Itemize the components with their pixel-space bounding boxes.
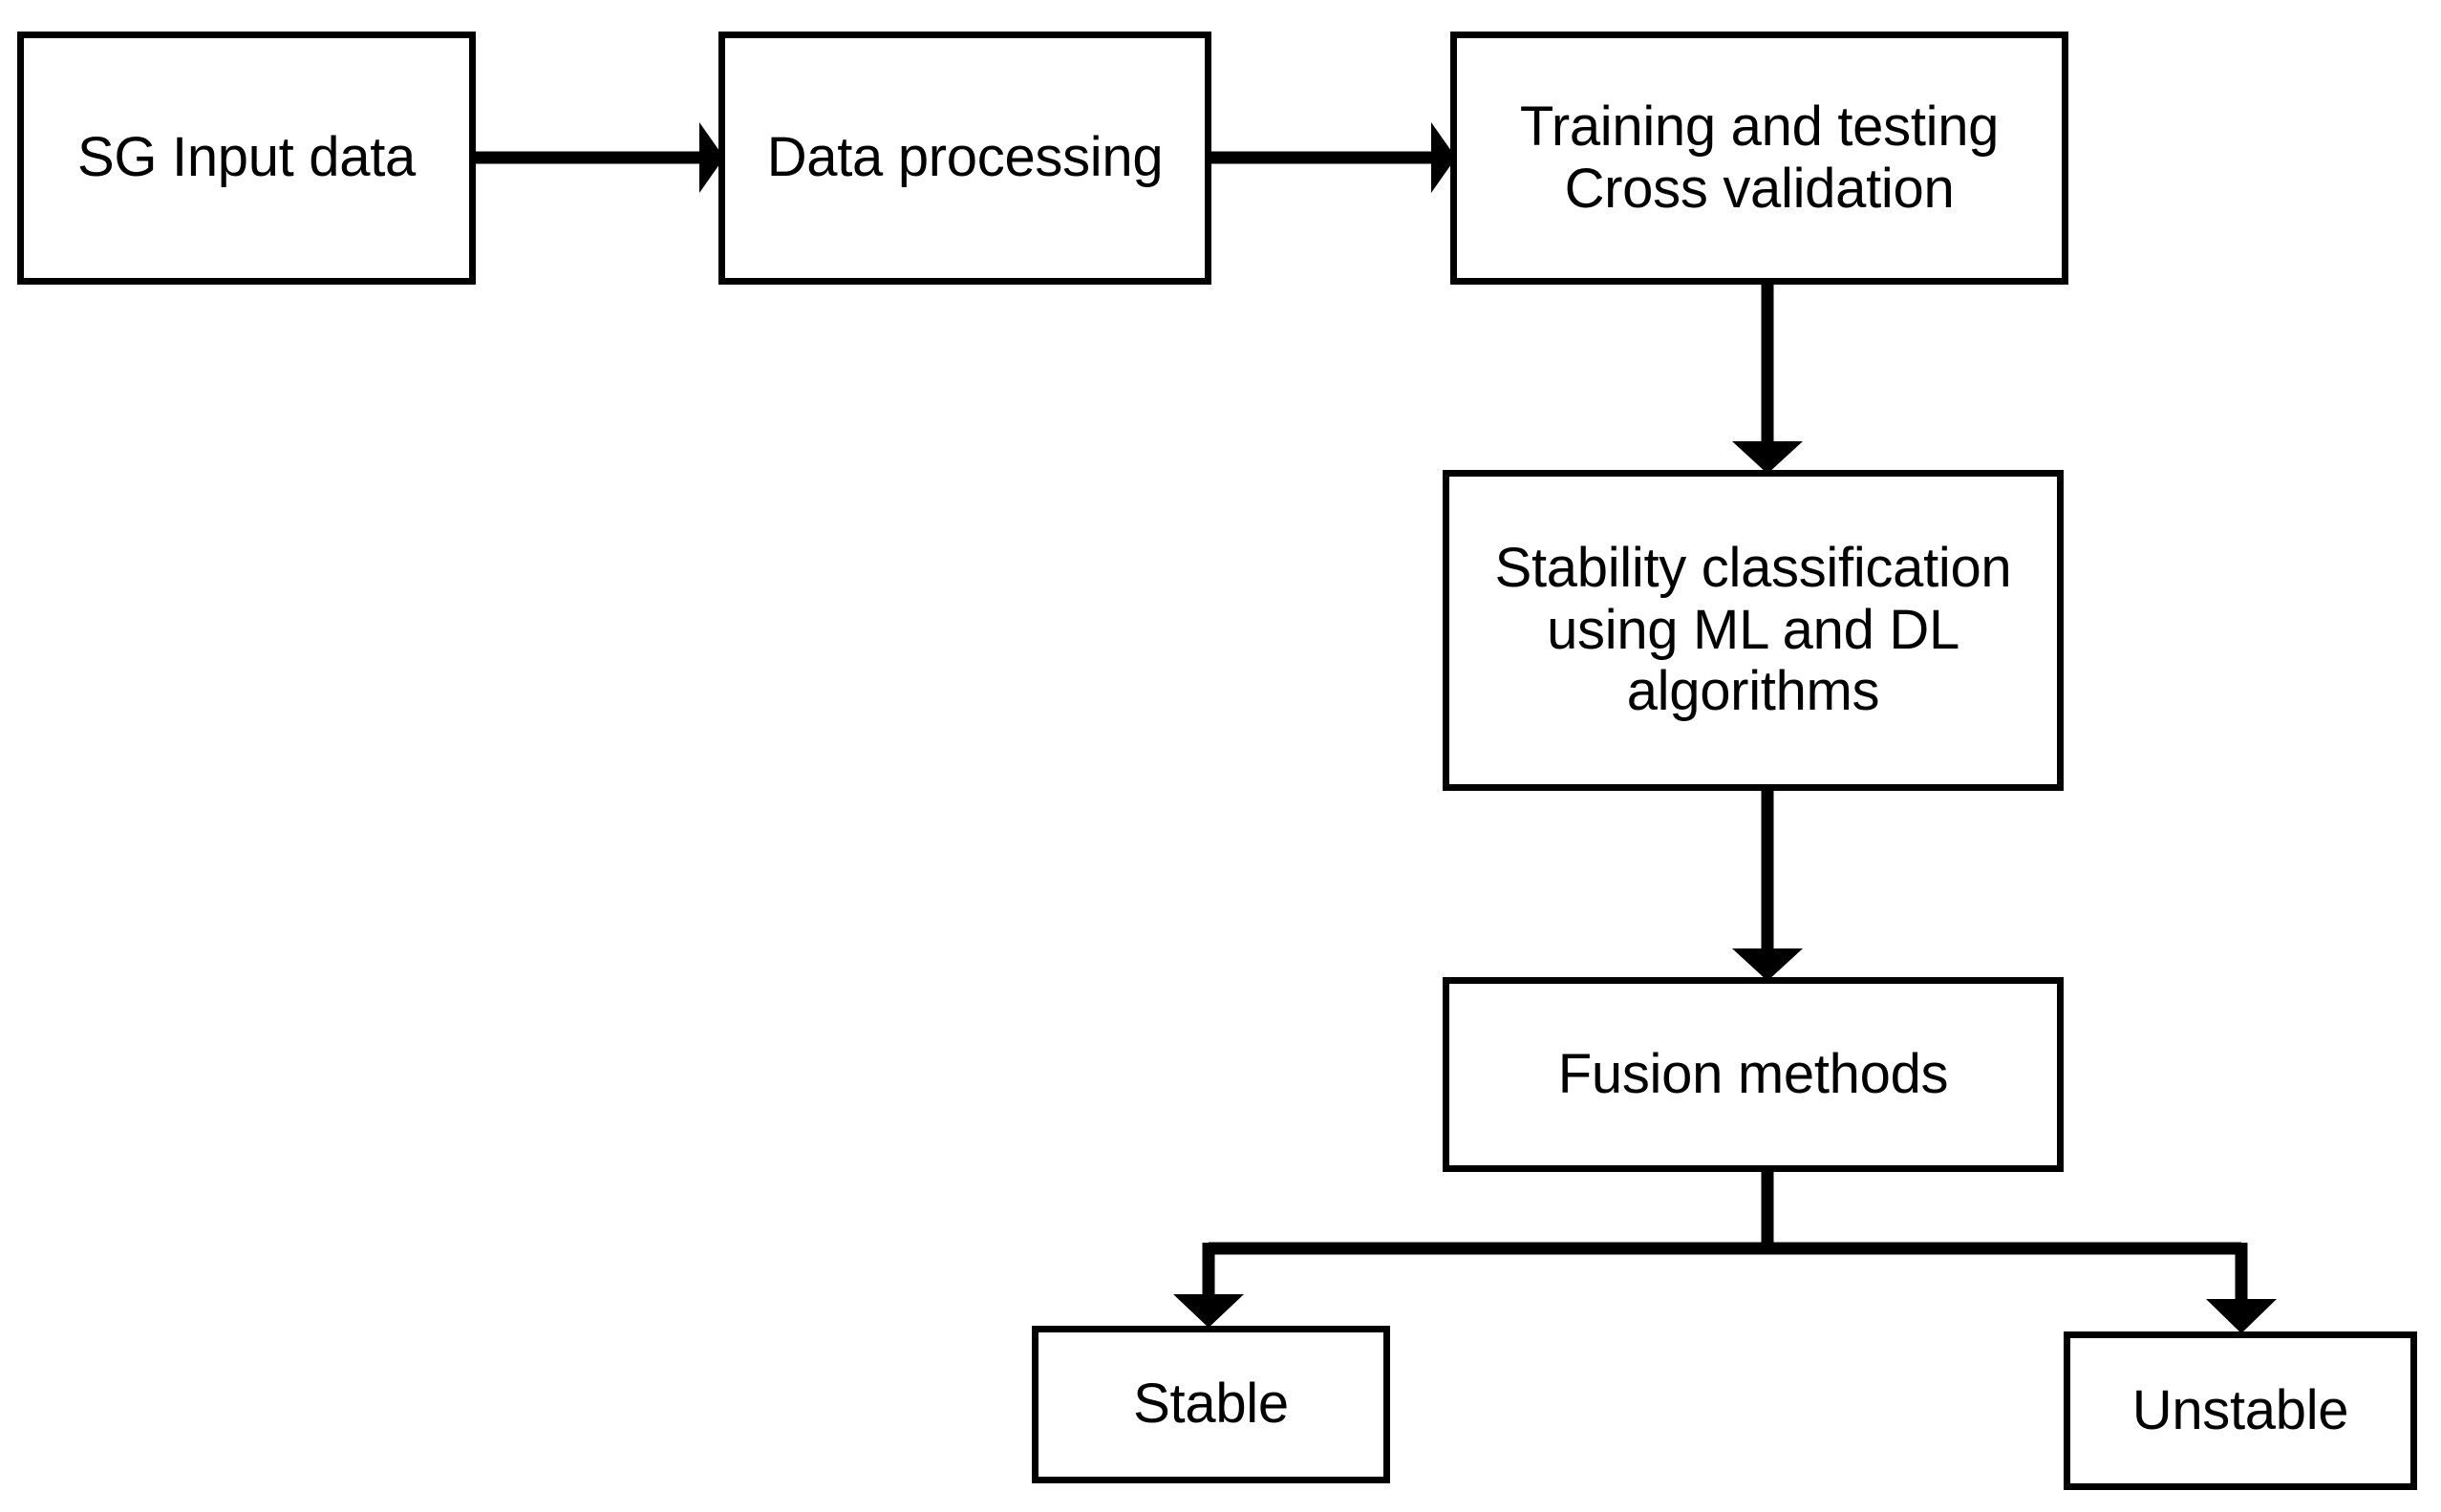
node-fusion-methods[interactable]: Fusion methods — [1443, 977, 2064, 1172]
node-data-processing[interactable]: Data processing — [718, 32, 1211, 285]
node-stability-classification-label: Stability classification using ML and DL… — [1494, 536, 2012, 723]
node-data-processing-label: Data processing — [766, 126, 1164, 189]
node-unstable[interactable]: Unstable — [2064, 1331, 2417, 1490]
node-fusion-methods-label: Fusion methods — [1557, 1042, 1949, 1105]
node-training-and-testing-label: Training and testing Cross validation — [1519, 95, 2000, 220]
edge-stability-to-fusion — [1732, 789, 1803, 981]
node-unstable-label: Unstable — [2131, 1378, 2349, 1441]
edge-training-to-stability — [1732, 283, 1803, 474]
edge-fusion-to-branch — [1209, 1170, 2241, 1255]
node-stable-label: Stable — [1133, 1373, 1289, 1436]
edge-branch-to-stable — [1173, 1243, 1244, 1328]
node-stable[interactable]: Stable — [1032, 1326, 1390, 1483]
node-stability-classification[interactable]: Stability classification using ML and DL… — [1443, 470, 2064, 791]
edge-branch-to-unstable — [2206, 1243, 2277, 1333]
edge-processing-to-training — [1211, 122, 1456, 193]
edge-input-to-processing — [476, 122, 724, 193]
node-training-and-testing[interactable]: Training and testing Cross validation — [1450, 32, 2068, 285]
node-sg-input-data[interactable]: SG Input data — [17, 32, 476, 285]
node-sg-input-data-label: SG Input data — [76, 126, 416, 189]
